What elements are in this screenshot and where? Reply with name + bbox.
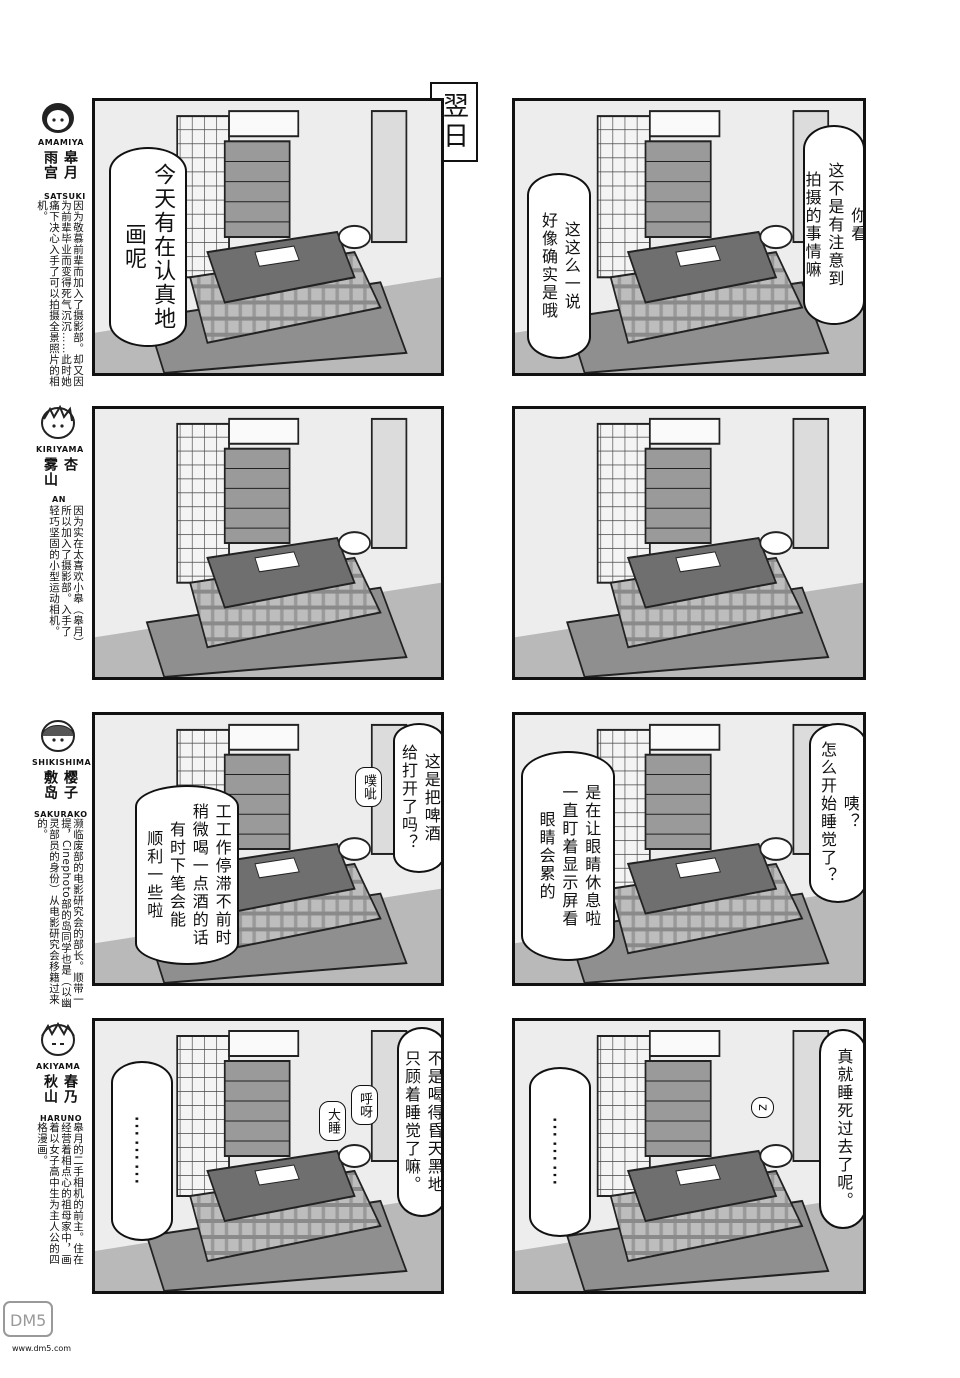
speech-line: 只顾着睡觉了嘛。 bbox=[402, 1050, 421, 1194]
svg-text:DM5: DM5 bbox=[10, 1311, 46, 1330]
character-romanized-given: SATSUKI bbox=[44, 192, 86, 201]
comic-panel-8: 真就睡死过去了呢。 ……… z bbox=[512, 1018, 866, 1294]
speech-line: ……… bbox=[129, 1115, 155, 1187]
character-romanized-surname: SHIKISHIMA bbox=[32, 758, 92, 767]
dm5-logo-icon: DM5 bbox=[3, 1301, 53, 1337]
comic-panel-5: 这是把啤酒 给打开了吗？ 工工作停滞不前时 稍微喝一点酒的话 有时下笔会能 顺利… bbox=[92, 712, 444, 986]
character-avatar bbox=[41, 1022, 75, 1056]
speech-line: 你看 bbox=[848, 207, 866, 243]
speech-line: ……… bbox=[547, 1116, 573, 1188]
comic-panel-3 bbox=[92, 406, 444, 680]
comic-panel-4 bbox=[512, 406, 866, 680]
speech-line: 这这么一说 bbox=[561, 221, 581, 311]
comic-panel-1: 今天有在认真地 画呢 bbox=[92, 98, 444, 376]
character-given-name: 春乃 bbox=[62, 1074, 78, 1104]
sound-effect: 噗呲 bbox=[355, 767, 382, 807]
speech-line: 画呢 bbox=[121, 223, 146, 271]
sound-effect: z bbox=[751, 1097, 774, 1118]
comic-panel-2: 你看 这不是有注意到 拍摄的事情嘛 这这么一说 好像确实是哦 bbox=[512, 98, 866, 376]
speech-line: 工工作停滞不前时 bbox=[212, 803, 232, 947]
character-avatar bbox=[41, 405, 75, 439]
character-romanized-surname: AKIYAMA bbox=[36, 1062, 81, 1071]
speech-line: 稍微喝一点酒的话 bbox=[189, 803, 209, 947]
speech-bubble: 真就睡死过去了呢。 bbox=[819, 1029, 863, 1229]
room-illustration bbox=[515, 409, 863, 677]
speech-line: 是在让眼睛休息啦 bbox=[582, 784, 602, 928]
character-given-name: 樱子 bbox=[62, 770, 78, 800]
comic-panel-7: 不是喝得昏天黑地 只顾着睡觉了嘛。 ……… 大睡 呼呀 bbox=[92, 1018, 444, 1294]
speech-bubble: 咦？ 怎么开始睡觉了？ bbox=[809, 723, 863, 903]
speech-line: 给打开了吗？ bbox=[399, 744, 418, 852]
character-profile: SHIKISHIMA 敷岛 樱子 SAKURAKO 濒临废部的电影研究会的部长。… bbox=[0, 718, 92, 1018]
speech-line: 今天有在认真地 bbox=[150, 163, 176, 331]
speech-bubble: 工工作停滞不前时 稍微喝一点酒的话 有时下笔会能 顺利一些啦 bbox=[135, 785, 239, 965]
speech-bubble: 今天有在认真地 画呢 bbox=[109, 147, 187, 347]
speech-bubble: ……… bbox=[529, 1067, 591, 1237]
speech-line: 顺利一些啦 bbox=[144, 830, 164, 920]
character-surname: 秋山 bbox=[42, 1074, 58, 1104]
character-romanized-given: HARUNO bbox=[40, 1114, 83, 1123]
character-surname: 敷岛 bbox=[42, 770, 58, 800]
character-romanized-surname: AMAMIYA bbox=[38, 138, 84, 147]
speech-line: 一直盯着显示屏看 bbox=[559, 784, 579, 928]
speech-line: 咦？ bbox=[840, 795, 860, 831]
character-profile: KIRIYAMA 雾山 杏 AN 因为实在太喜欢小皋（皋月）所以加入了摄影部。入… bbox=[0, 405, 90, 645]
character-surname: 雾山 bbox=[42, 457, 58, 487]
sound-effect: 呼呀 bbox=[351, 1085, 378, 1125]
speech-line: 这不是有注意到 bbox=[825, 162, 845, 288]
speech-bubble: 是在让眼睛休息啦 一直盯着显示屏看 眼睛会累的 bbox=[521, 751, 615, 961]
speech-bubble: 不是喝得昏天黑地 只顾着睡觉了嘛。 bbox=[397, 1027, 444, 1217]
site-watermark: DM5 www.dm5.com bbox=[2, 1296, 71, 1366]
character-romanized-given: SAKURAKO bbox=[34, 810, 88, 819]
watermark-url: www.dm5.com bbox=[12, 1344, 72, 1353]
character-avatar bbox=[42, 103, 74, 133]
speech-bubble: 你看 这不是有注意到 拍摄的事情嘛 bbox=[802, 125, 866, 325]
comic-panel-6: 咦？ 怎么开始睡觉了？ 是在让眼睛休息啦 一直盯着显示屏看 眼睛会累的 bbox=[512, 712, 866, 986]
speech-line: 有时下笔会能 bbox=[167, 821, 186, 929]
character-bio: 皋月的二手相机的前主。住在经营着相点心的祖母家中，画着以女子高中生为主人公的四格… bbox=[36, 1122, 84, 1265]
speech-bubble: 这这么一说 好像确实是哦 bbox=[527, 173, 591, 359]
character-given-name: 杏 bbox=[62, 457, 78, 472]
character-avatar bbox=[41, 720, 75, 752]
character-bio: 濒临废部的电影研究会的部长。顺带一提，Cinephoto部的岛同学也是（以幽灵部… bbox=[36, 818, 84, 1009]
speech-line: 好像确实是哦 bbox=[539, 212, 558, 320]
speech-bubble: ……… bbox=[111, 1061, 173, 1241]
character-romanized-surname: KIRIYAMA bbox=[36, 445, 84, 454]
speech-bubble: 这是把啤酒 给打开了吗？ bbox=[393, 723, 441, 873]
speech-line: 不是喝得昏天黑地 bbox=[424, 1050, 444, 1194]
speech-line: 怎么开始睡觉了？ bbox=[818, 741, 837, 885]
character-romanized-given: AN bbox=[52, 495, 66, 504]
speech-line: 真就睡死过去了呢。 bbox=[834, 1048, 854, 1210]
character-profile: AMAMIYA 雨宫 皋月 SATSUKI 因为敬慕前辈而加入了摄影部。却又因为… bbox=[0, 100, 90, 400]
room-illustration bbox=[95, 409, 441, 677]
sound-effect: 大睡 bbox=[319, 1101, 346, 1141]
character-given-name: 皋月 bbox=[62, 150, 78, 180]
character-surname: 雨宫 bbox=[42, 150, 58, 180]
speech-line: 这是把啤酒 bbox=[421, 753, 441, 843]
character-profile: AKIYAMA 秋山 春乃 HARUNO 皋月的二手相机的前主。住在经营着相点心… bbox=[0, 1022, 90, 1272]
speech-line: 眼睛会累的 bbox=[536, 811, 556, 901]
speech-line: 拍摄的事情嘛 bbox=[802, 171, 822, 279]
character-bio: 因为敬慕前辈而加入了摄影部。却又因为前辈毕业而变得死气沉沉……此时她痛下决心入手… bbox=[36, 200, 84, 387]
character-bio: 因为实在太喜欢小皋（皋月）所以加入了摄影部。入手了轻巧坚固的小型运动相机。 bbox=[48, 505, 84, 643]
